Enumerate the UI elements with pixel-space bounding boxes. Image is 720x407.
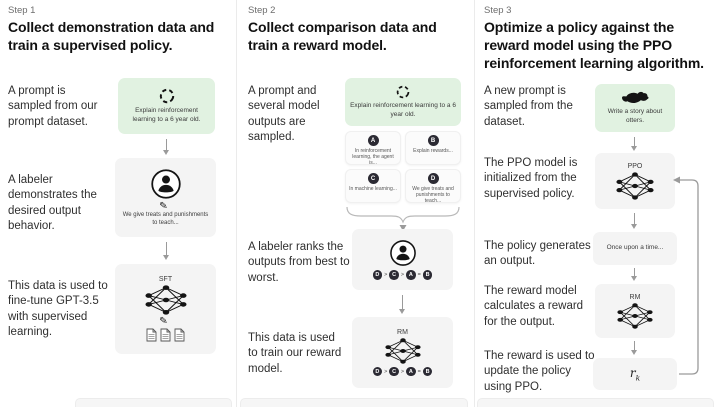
letter-badge-a: A bbox=[367, 135, 379, 146]
rank-separator: > bbox=[400, 272, 405, 278]
step1-item1-text: A prompt is sampled from our prompt data… bbox=[8, 85, 98, 128]
ranking-row: D > C > A = B bbox=[372, 270, 433, 280]
step3-ppo-box: PPO bbox=[595, 153, 675, 209]
step2-labeler-box: D > C > A = B bbox=[352, 229, 453, 290]
step3-item2-text: The PPO model is initialized from the su… bbox=[484, 157, 578, 200]
network-icon bbox=[617, 302, 653, 329]
output-chip-d: D We give treats and punishments to teac… bbox=[405, 169, 461, 205]
step1-sft-box: SFT ✎ bbox=[115, 264, 216, 354]
reward-symbol: rk bbox=[630, 366, 640, 382]
rank-separator: > bbox=[384, 272, 388, 278]
arrow-down-icon bbox=[631, 268, 638, 281]
output-chip-b: B Explain rewards... bbox=[405, 131, 461, 165]
output-chip-a: A In reinforcement learning, the agent i… bbox=[345, 131, 401, 167]
step2-title: Collect comparison data and train a rewa… bbox=[248, 19, 437, 53]
step3-prompt-caption: Write a story about otters. bbox=[607, 108, 663, 124]
bottom-panel-edge bbox=[240, 398, 468, 407]
document-icon bbox=[160, 328, 171, 342]
sample-loop-icon bbox=[396, 85, 410, 99]
step3-reward-box: rk bbox=[593, 358, 677, 390]
letter-badge-b: B bbox=[427, 135, 439, 146]
step2-rm-box: RM D > C > A = B bbox=[352, 317, 453, 388]
column-divider bbox=[474, 0, 475, 407]
arrow-down-icon bbox=[631, 213, 638, 229]
document-icon bbox=[146, 328, 157, 342]
sft-label: SFT bbox=[158, 276, 173, 283]
step3-item1-text: A new prompt is sampled from the dataset… bbox=[484, 85, 573, 128]
output-c-caption: In machine learning... bbox=[349, 185, 397, 192]
arrow-down-icon bbox=[631, 137, 638, 151]
step2-item1-text: A prompt and several model outputs are s… bbox=[248, 85, 320, 143]
network-icon bbox=[144, 285, 187, 315]
step3-rm-box: RM bbox=[595, 284, 675, 338]
rank-separator: = bbox=[417, 368, 421, 375]
output-d-caption: We give treats and punishments to teach.… bbox=[412, 185, 454, 205]
rank-badge: A bbox=[406, 366, 416, 377]
rank-badge: D bbox=[372, 366, 383, 377]
labeler-person-icon bbox=[389, 240, 416, 267]
step2-item2-text: A labeler ranks the outputs from best to… bbox=[248, 241, 350, 284]
reward-k: k bbox=[635, 373, 641, 383]
step3-item5-text: The reward is used to update the policy … bbox=[484, 350, 595, 393]
step3-label: Step 3 bbox=[484, 5, 512, 16]
arrow-down-icon bbox=[631, 341, 638, 355]
network-icon bbox=[384, 338, 421, 364]
step1-item3-text: This data is used to fine-tune GPT-3.5 w… bbox=[8, 280, 108, 338]
network-icon bbox=[616, 171, 654, 200]
ranking-row: D > C > A = B bbox=[372, 366, 433, 377]
output-a-caption: In reinforcement learning, the agent is.… bbox=[352, 147, 394, 167]
step2-prompt-caption: Explain reinforcement learning to a 6 ye… bbox=[350, 101, 456, 118]
bottom-panel-edge bbox=[75, 398, 232, 407]
sample-loop-icon bbox=[159, 88, 174, 103]
arrow-down-icon bbox=[163, 242, 170, 260]
labeler-person-icon bbox=[150, 169, 181, 199]
arrow-down-icon bbox=[399, 295, 406, 314]
step3-prompt-box: Write a story about otters. bbox=[595, 84, 675, 132]
column-divider bbox=[236, 0, 237, 407]
document-icon bbox=[174, 328, 185, 342]
rank-badge: B bbox=[422, 366, 433, 377]
feedback-loop-arrow-icon bbox=[673, 176, 699, 375]
step3-item3-text: The policy generates an output. bbox=[484, 240, 591, 268]
rank-badge: C bbox=[389, 366, 399, 377]
rm-label: RM bbox=[629, 293, 641, 301]
step1-prompt-caption: Explain reinforcement learning to a 6 ye… bbox=[132, 106, 201, 123]
step3-title: Optimize a policy against the reward mod… bbox=[484, 19, 704, 71]
rank-badge: C bbox=[389, 270, 399, 280]
step1-title: Collect demonstration data and train a s… bbox=[8, 19, 215, 53]
curly-brace-icon bbox=[346, 206, 460, 231]
arrow-down-icon bbox=[163, 139, 170, 155]
reward-r: r bbox=[629, 365, 636, 380]
documents-icon bbox=[146, 328, 185, 342]
step3-output-box: Once upon a time... bbox=[593, 232, 677, 265]
letter-badge-c: C bbox=[367, 173, 379, 184]
pencil-icon: ✎ bbox=[159, 200, 171, 210]
rm-label: RM bbox=[397, 328, 408, 336]
rank-badge: A bbox=[406, 270, 416, 280]
step1-labeler-caption: We give treats and punishments to teach.… bbox=[122, 211, 209, 226]
step1-prompt-box: Explain reinforcement learning to a 6 ye… bbox=[118, 78, 215, 134]
rank-separator: > bbox=[400, 368, 405, 375]
ppo-label: PPO bbox=[627, 162, 643, 170]
pencil-icon: ✎ bbox=[159, 315, 171, 325]
rank-separator: > bbox=[384, 368, 388, 375]
step2-label: Step 2 bbox=[248, 5, 276, 16]
output-b-caption: Explain rewards... bbox=[413, 147, 453, 154]
step1-labeler-box: ✎ We give treats and punishments to teac… bbox=[115, 158, 216, 237]
rank-separator: = bbox=[417, 272, 421, 278]
step2-item3-text: This data is used to train our reward mo… bbox=[248, 332, 342, 375]
step3-item4-text: The reward model calculates a reward for… bbox=[484, 285, 584, 328]
output-chip-c: C In machine learning... bbox=[345, 169, 401, 203]
otter-icon bbox=[622, 92, 649, 104]
rank-badge: D bbox=[372, 270, 383, 280]
step1-label: Step 1 bbox=[8, 5, 36, 16]
letter-badge-d: D bbox=[427, 173, 439, 184]
step3-output-caption: Once upon a time... bbox=[606, 244, 664, 252]
bottom-panel-edge bbox=[477, 398, 714, 407]
step1-item2-text: A labeler demonstrates the desired outpu… bbox=[8, 174, 97, 232]
rank-badge: B bbox=[422, 270, 433, 280]
step2-prompt-box: Explain reinforcement learning to a 6 ye… bbox=[345, 78, 461, 126]
